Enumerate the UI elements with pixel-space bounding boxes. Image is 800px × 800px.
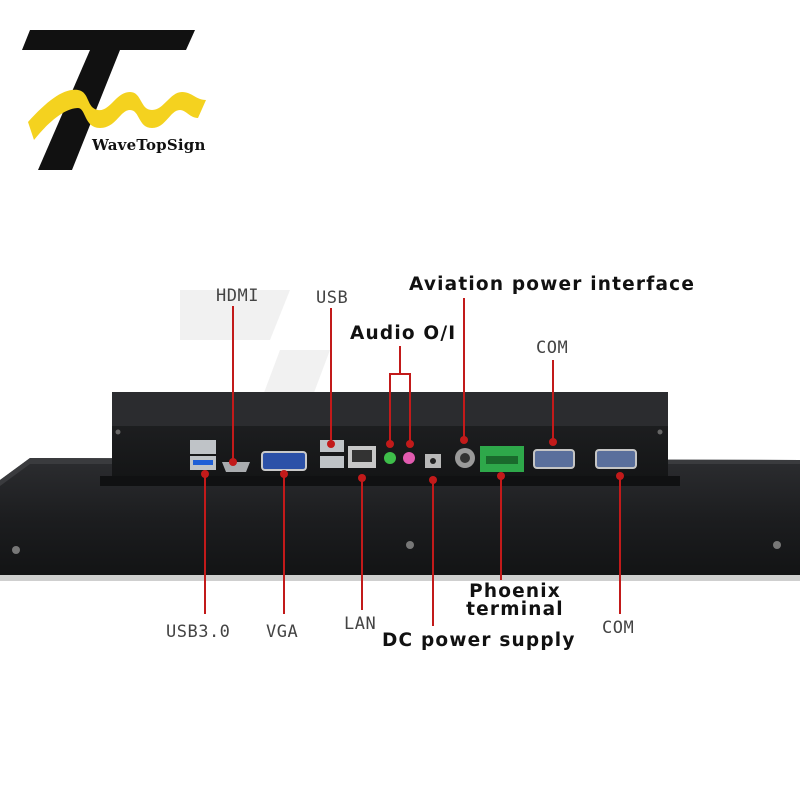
wavetopsign-logo-icon: [22, 30, 206, 170]
callout-dot-aviation: [460, 436, 468, 444]
callout-dot-com-bottom: [616, 472, 624, 480]
brand-name: WaveTopSign: [92, 136, 206, 154]
callout-line-audio-right: [409, 373, 411, 443]
label-vga: VGA: [266, 622, 299, 642]
label-dc-power-supply: DC power supply: [382, 630, 576, 651]
callout-line-aviation: [463, 298, 465, 440]
callout-line-dc: [432, 480, 434, 626]
label-phoenix-line2: terminal: [466, 599, 564, 620]
callout-dot-audio-left: [386, 440, 394, 448]
callout-line-phoenix: [500, 476, 502, 580]
callout-line-lan: [361, 478, 363, 610]
label-usb3: USB3.0: [166, 622, 231, 642]
callout-dot-com-top: [549, 438, 557, 446]
label-usb-top: USB: [316, 288, 349, 308]
callout-line-com-top: [552, 360, 554, 444]
callout-bracket-audio: [389, 373, 411, 375]
callout-dot-hdmi: [229, 458, 237, 466]
callout-line-com-bottom: [619, 476, 621, 614]
callout-line-hdmi: [232, 306, 234, 464]
label-hdmi: HDMI: [216, 286, 259, 306]
callout-dot-vga: [280, 470, 288, 478]
label-com-bottom: COM: [602, 618, 635, 638]
callout-dot-usb3: [201, 470, 209, 478]
callout-dot-dc: [429, 476, 437, 484]
label-audio: Audio O/I: [350, 323, 457, 344]
label-aviation-power-interface: Aviation power interface: [409, 274, 696, 295]
label-phoenix-terminal: Phoenix terminal: [460, 581, 570, 620]
callout-line-audio: [399, 346, 401, 374]
callout-line-vga: [283, 474, 285, 614]
callout-line-usb3: [204, 474, 206, 614]
callout-dot-usb-top: [327, 440, 335, 448]
callout-dot-lan: [358, 474, 366, 482]
label-lan: LAN: [344, 614, 377, 634]
callout-dot-audio-right: [406, 440, 414, 448]
callout-line-usb-top: [330, 308, 332, 446]
label-com-top: COM: [536, 338, 569, 358]
callout-line-audio-left: [389, 373, 391, 443]
callout-dot-phoenix: [497, 472, 505, 480]
label-phoenix-line1: Phoenix: [469, 581, 561, 602]
